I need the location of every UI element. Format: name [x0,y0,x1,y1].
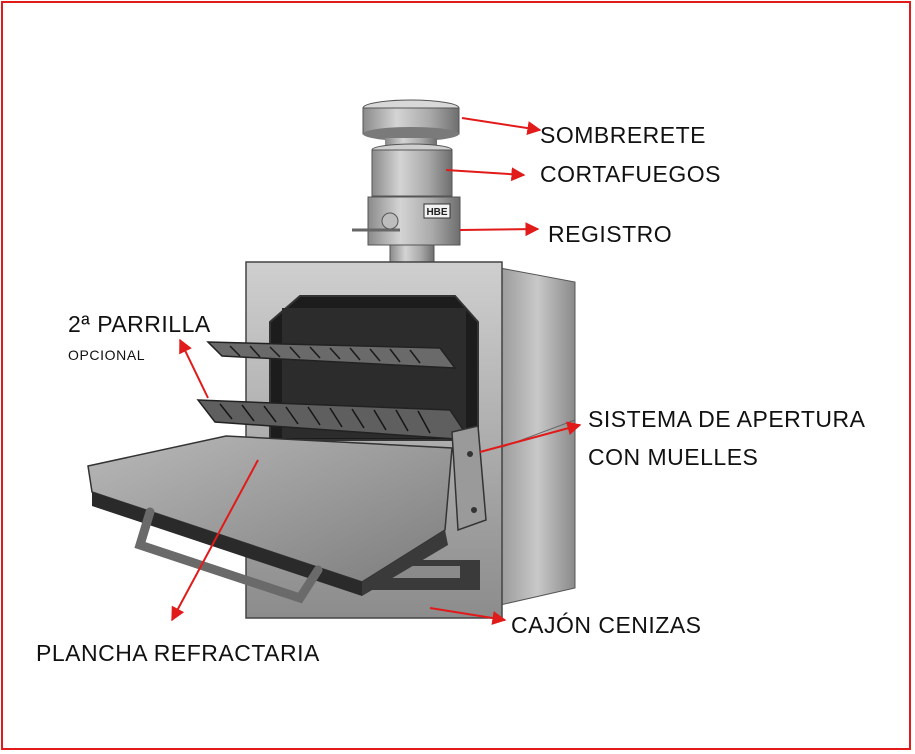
label-sombrerete: SOMBRERETE [540,122,707,148]
callout-arrows [171,117,582,625]
brand-logo: HBE [426,207,447,218]
damper-register: HBE [352,196,461,270]
door-handle [134,507,323,604]
label-apertura-line2: CON MUELLES [588,444,759,470]
refractory-plate [87,435,453,596]
firestop-cylinder [371,143,453,197]
lower-grill [196,399,472,441]
spring-hinge [451,425,487,532]
label-cajon: CAJÓN CENIZAS [511,612,702,638]
label-parrilla: 2ª PARRILLA [68,311,211,337]
chimney-cap [362,99,460,150]
label-plancha: PLANCHA REFRACTARIA [36,640,320,666]
label-cortafuegos: CORTAFUEGOS [540,161,721,187]
label-apertura-line1: SISTEMA DE APERTURA [588,406,866,432]
upper-grill [206,341,457,369]
label-registro: REGISTRO [548,221,673,247]
label-opcional: OPCIONAL [68,347,146,363]
